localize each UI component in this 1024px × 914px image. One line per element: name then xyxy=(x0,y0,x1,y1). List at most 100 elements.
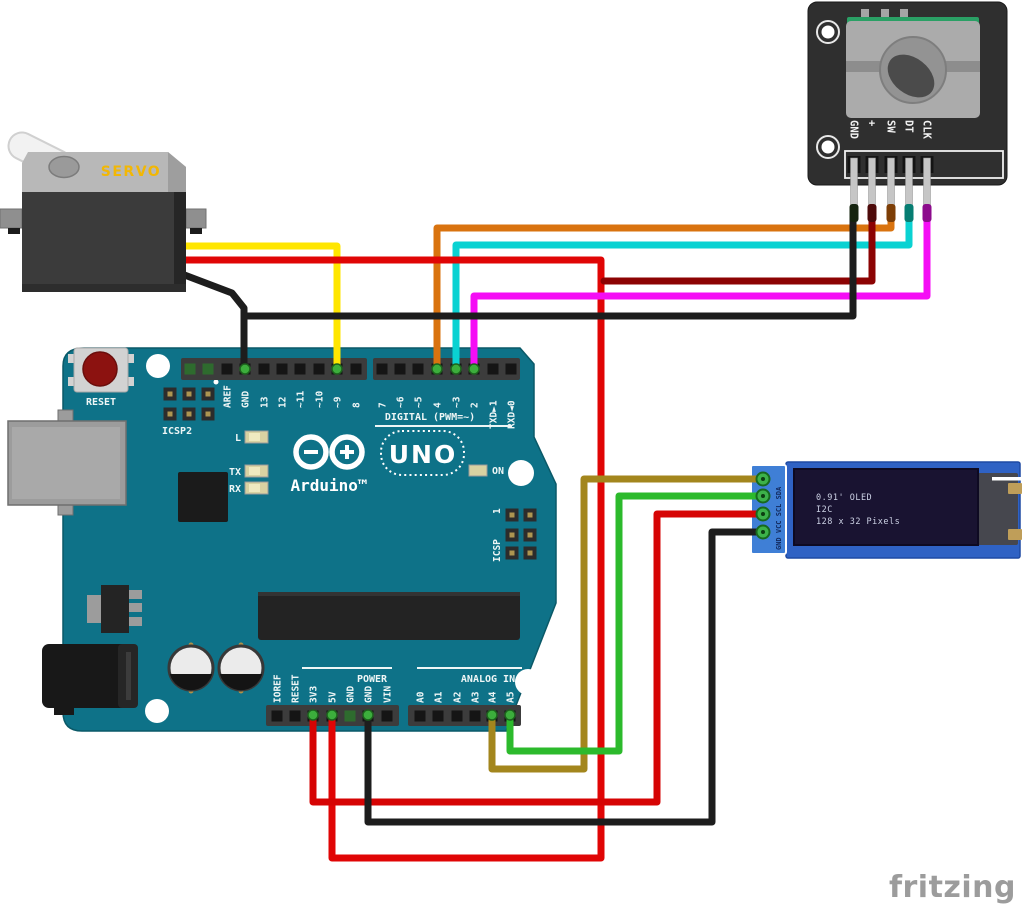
wire-end-cap xyxy=(922,204,932,222)
capacitors xyxy=(167,642,265,694)
header-hole xyxy=(394,363,406,375)
encoder-hole xyxy=(821,25,835,39)
servo-top-cap-facet xyxy=(168,152,186,192)
voltage-regulator xyxy=(87,585,142,633)
encoder-pin-lead xyxy=(887,157,895,209)
pin-label: 7 xyxy=(378,402,389,408)
oled-silk-line xyxy=(992,477,1024,481)
reset-label: RESET xyxy=(86,397,116,408)
pin-label: ~11 xyxy=(296,391,307,408)
wire-servo-signal-yellow xyxy=(170,242,341,373)
servo-body xyxy=(22,192,186,292)
header-hole xyxy=(344,710,356,722)
pin-label: A3 xyxy=(471,691,482,703)
encoder-pin-lead xyxy=(923,157,931,209)
connection-dot xyxy=(362,709,374,721)
oled-pin-labels: GND VCC SCL SDA xyxy=(775,486,783,550)
header-hole xyxy=(376,363,388,375)
pin-label: A2 xyxy=(453,692,464,703)
pin-label: 13 xyxy=(260,396,271,408)
fritzing-watermark: fritzing xyxy=(889,870,1016,905)
encoder-pin-label: DT xyxy=(903,120,915,133)
wire-end-caps xyxy=(849,204,932,222)
pin-label: GND xyxy=(241,391,252,408)
pin-label: A5 xyxy=(506,691,517,703)
led-indicators xyxy=(244,430,488,495)
header-hole xyxy=(487,363,499,375)
servo-mount-tab-right xyxy=(185,208,207,229)
oled-pin-hole xyxy=(761,512,765,516)
icsp2-label: ICSP2 xyxy=(162,426,192,437)
pin-label: A1 xyxy=(434,691,445,703)
connection-dot xyxy=(326,709,338,721)
header-hole xyxy=(412,363,424,375)
pin-label: ~6 xyxy=(396,396,407,408)
pin-label: ~3 xyxy=(452,396,463,408)
encoder-pin-lead xyxy=(850,157,858,209)
encoder-top-pin xyxy=(861,9,869,24)
header-hole xyxy=(313,363,325,375)
wire-end-cap xyxy=(886,204,896,222)
encoder-pin-label: SW xyxy=(885,120,897,133)
led-rx-label: RX xyxy=(229,484,241,495)
servo-horn-hub xyxy=(48,155,80,179)
arduino-logo-text: Arduino™ xyxy=(290,476,367,495)
pin-label: GND xyxy=(346,686,357,703)
connection-dot xyxy=(486,709,498,721)
encoder-knob-grip xyxy=(887,54,935,98)
pin-label: VIN xyxy=(383,686,394,703)
wire-gnd-bus-black xyxy=(240,206,857,320)
oled-screen-line3: 128 x 32 Pixels xyxy=(816,517,900,527)
encoder-pin-label: GND xyxy=(848,120,860,139)
power-jack xyxy=(42,644,138,715)
arduino-uno-board: RESET ICSP2 1 ICSP xyxy=(7,347,557,732)
oled-pin-hole xyxy=(761,477,765,481)
pin-label: A4 xyxy=(488,691,499,703)
pin-label: ~9 xyxy=(333,396,344,408)
encoder-hole xyxy=(821,140,835,154)
encoder-top-pin xyxy=(900,9,908,24)
servo-motor: SERVO xyxy=(0,131,207,292)
led-on xyxy=(468,464,488,477)
wire-encoder-sw-orange xyxy=(433,206,895,373)
led-l-label: L xyxy=(235,433,241,444)
pin-label: TXD►1 xyxy=(489,400,500,429)
connection-dot xyxy=(239,363,251,375)
servo-body-bottom xyxy=(22,284,186,292)
header-hole xyxy=(505,363,517,375)
header-hole xyxy=(276,363,288,375)
wire-oled-scl-green xyxy=(506,492,770,755)
oled-screen-line2: I2C xyxy=(816,505,833,515)
servo-label: SERVO xyxy=(101,164,161,180)
header-hole xyxy=(469,710,481,722)
wire-servo-gnd-black xyxy=(170,267,248,373)
small-ic-chip xyxy=(178,472,228,522)
oled-pin-hole xyxy=(761,530,765,534)
wire-power-5v-red xyxy=(170,256,605,862)
oled-connector-pad xyxy=(1008,529,1022,540)
connection-dot xyxy=(331,363,343,375)
pin-label: 4 xyxy=(433,402,444,408)
wire-encoder-plus-darkred xyxy=(600,206,876,285)
pin-label: ~10 xyxy=(315,391,326,408)
connection-dot xyxy=(307,709,319,721)
header-hole xyxy=(350,363,362,375)
servo-body-edge xyxy=(174,192,186,292)
ic-chip-edge xyxy=(258,592,520,596)
wire-end-cap xyxy=(904,204,914,222)
pin-label: A0 xyxy=(416,691,427,703)
pin-label: RESET xyxy=(291,674,302,703)
connection-dot xyxy=(450,363,462,375)
pin-label: RXD◄0 xyxy=(507,400,518,429)
connection-dot xyxy=(468,363,480,375)
oled-flex-connector xyxy=(974,473,1018,545)
pin-label: GND xyxy=(364,686,375,703)
led-l-inner xyxy=(249,433,260,441)
pin-label: IOREF xyxy=(273,674,284,703)
wire-encoder-dt-cyan xyxy=(452,206,913,373)
oled-pin-hole xyxy=(761,494,765,498)
pin-label: 8 xyxy=(352,402,363,408)
